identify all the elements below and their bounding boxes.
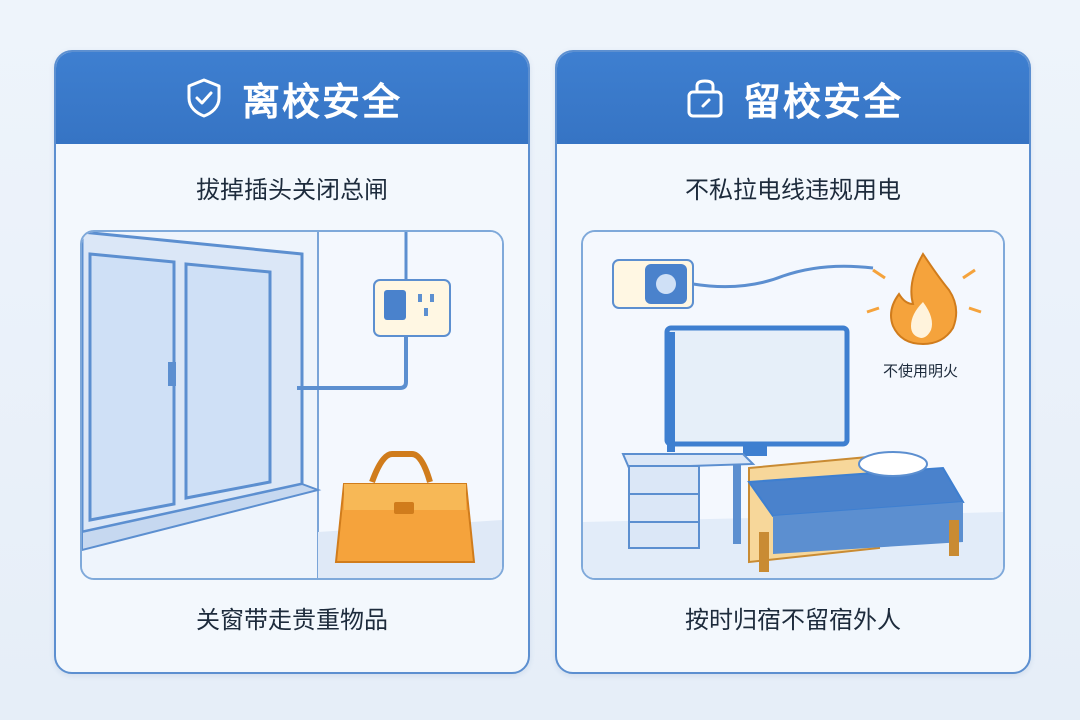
return-on-time-text: 按时归宿不留宿外人 [685, 606, 901, 634]
stay-school-safety-card: 留校安全 不私拉电线违规用电 [555, 50, 1031, 674]
window-socket-bag-illustration [80, 230, 504, 580]
stay-school-title: 留校安全 [742, 79, 903, 124]
desk-illustration [621, 453, 756, 549]
leave-school-safety-card: 离校安全 拔掉插头关闭总闸 [54, 50, 530, 674]
unplug-switch-off-text: 拔掉插头关闭总闸 [196, 176, 388, 204]
no-open-flame-label: 不使用明火 [883, 362, 959, 380]
lock-icon [687, 79, 723, 118]
leave-school-title: 离校安全 [241, 79, 402, 124]
window-illustration [82, 232, 322, 552]
close-window-take-valuables-text: 关窗带走贵重物品 [196, 606, 388, 634]
leave-school-header: 离校安全 [56, 52, 528, 144]
dorm-room-illustration: 不使用明火 [581, 230, 1005, 580]
monitor-illustration [664, 325, 850, 456]
wall-socket-illustration [373, 279, 451, 337]
wall-device-illustration [612, 259, 694, 309]
shield-check-icon [187, 78, 221, 118]
fire-icon [866, 252, 982, 346]
no-illegal-wiring-text: 不私拉电线违规用电 [685, 176, 901, 204]
handbag-illustration [334, 451, 476, 563]
bed-illustration [747, 451, 965, 572]
stay-school-header: 留校安全 [557, 52, 1029, 144]
